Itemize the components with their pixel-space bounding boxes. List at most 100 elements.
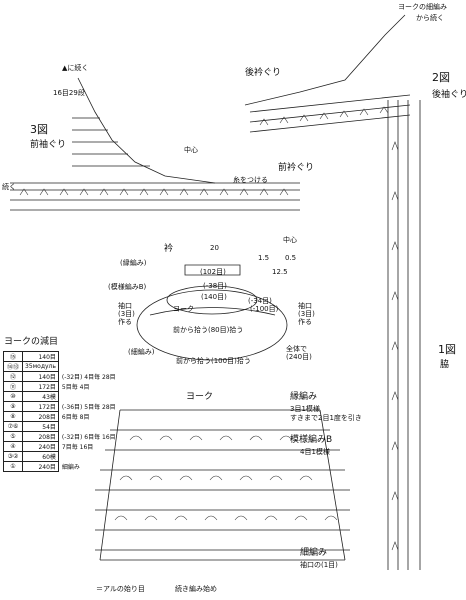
yoke-chart-edge: 縁編み	[290, 392, 318, 402]
diagram1-label: 1図	[438, 343, 456, 356]
ribbed-label: (細編み)	[128, 348, 155, 356]
front-neck-label: 前衿ぐり	[278, 163, 315, 173]
yoke-chart-legend: ＝アルの始り目	[96, 585, 145, 593]
sleeve-right-sts: (3目)	[298, 310, 315, 318]
front-armhole-rows	[72, 117, 150, 167]
center-label-1: 中心	[184, 146, 198, 154]
yoke-chart-edge-note: 3目1模様	[290, 405, 320, 413]
yoke-chart-sides	[99, 409, 346, 561]
diagram3-cont: 続く	[2, 183, 16, 191]
yoke-chart-cast: 袖口の(1目)	[300, 561, 338, 569]
side-strip-columns	[387, 100, 421, 570]
pattern-b-label: (模様編みB)	[108, 283, 147, 291]
back-neck-rows	[249, 94, 411, 133]
yoke-pattern-line	[149, 307, 276, 316]
table-cell-count: 54目	[22, 421, 59, 432]
back-neck-outline	[244, 14, 406, 106]
yoke-chart-bottom: 続き編み始め	[175, 585, 217, 593]
total-label: 全体で	[286, 345, 307, 353]
table-cell-count: 140目	[22, 371, 59, 382]
table-cell-count: 240目	[22, 461, 59, 472]
yoke-chart-ribbed: 細編み	[300, 548, 328, 558]
table-cell-note	[58, 392, 118, 402]
table-cell-count: 60模	[22, 451, 59, 462]
yoke-outline-outer	[136, 289, 288, 361]
table-cell-count: 208目	[22, 431, 59, 442]
table-cell-note: 5目毎 4目	[61, 384, 90, 391]
front-pick-label: 前から拾う(100目)拾う	[176, 357, 251, 365]
yoke-chart-rows	[95, 409, 350, 561]
sts-140-label: (140目)	[201, 293, 227, 301]
h2-label: 12.5	[272, 268, 288, 276]
table-cell-count: 140目	[22, 351, 59, 362]
yoke-chart-pattern-b: 模様編みB	[290, 435, 333, 445]
width-sts-label: (102目)	[200, 268, 226, 276]
continue-to-label: ▲に続く	[62, 64, 89, 72]
width-label: 20	[210, 244, 219, 252]
yoke-chart-edge-note2: すきまで2目1度を引き	[290, 414, 362, 422]
total-sts-label: (240目)	[286, 353, 312, 361]
sleeve-left-sts: (3目)	[118, 310, 135, 318]
table-cell-note: 細編み	[61, 464, 80, 471]
diagram3-sublabel: 前袖ぐり	[30, 140, 67, 150]
diagram3-label: 3図	[30, 123, 48, 136]
sleeve-left-label: 袖口	[118, 302, 132, 310]
table-cell-note	[58, 352, 118, 362]
h1-label: 1.5	[258, 254, 270, 262]
table-cell-no: ③②	[3, 451, 23, 462]
yoke-ref-label: ヨークの細編み	[398, 3, 447, 11]
table-cell-no: ⑦⑥	[3, 421, 23, 432]
table-cell-note	[58, 422, 118, 432]
sleeve-right-make: 作る	[298, 318, 312, 326]
table-cell-no: ⑮	[3, 351, 23, 362]
back-neck-label: 後衿ぐり	[245, 68, 282, 78]
rows-top-label: (-38目)	[203, 282, 227, 290]
table-cell-note	[58, 452, 118, 462]
table-cell-note: (-32目) 4目毎 28目	[61, 374, 116, 381]
diagram1-sublabel: 脇	[440, 360, 450, 370]
table-cell-count: 208目	[22, 411, 59, 422]
table-cell-count: 43模	[22, 391, 59, 402]
pickup-label: 前から拾う(80目)拾う	[173, 326, 244, 334]
edge-label: (縁編み)	[120, 259, 147, 267]
continue-from-label: から続く	[416, 14, 444, 22]
table-cell-no: ④	[3, 441, 23, 452]
table-title: ヨークの減目	[4, 337, 59, 347]
table-cell-no: ⑫	[3, 371, 23, 382]
table-cell-no: ⑤	[3, 431, 23, 442]
table-cell-note: (-32目) 6目毎 16目	[61, 434, 116, 441]
table-cell-count: 240目	[22, 441, 59, 452]
center-label-2: 中心	[283, 236, 297, 244]
yoke-chart-pattern-b-note: 4目1模様	[300, 448, 330, 456]
table-cell-no: ⑩	[3, 391, 23, 402]
table-cell-note: (-36目) 5目毎 28目	[61, 404, 116, 411]
yoke-chart-title: ヨーク	[186, 392, 214, 402]
table-cell-note: 7目毎 16目	[61, 444, 94, 451]
table-cell-no: ⑨	[3, 401, 23, 412]
front-armhole-outline	[77, 77, 216, 184]
table-cell-no: ⑪	[3, 381, 23, 392]
yoke-outline-inner	[166, 285, 258, 315]
diagram2-sublabel: 後袖ぐり	[432, 90, 466, 100]
collar-label: 衿	[164, 244, 174, 254]
stitch-count-label: 16目29段	[53, 89, 85, 97]
table-cell-count: 172目	[22, 401, 59, 412]
table-cell-no: ⑧	[3, 411, 23, 422]
stitch-texture	[19, 106, 399, 551]
inc-100-label: (-100目)	[250, 305, 279, 313]
table-cell-no: ①	[3, 461, 23, 472]
